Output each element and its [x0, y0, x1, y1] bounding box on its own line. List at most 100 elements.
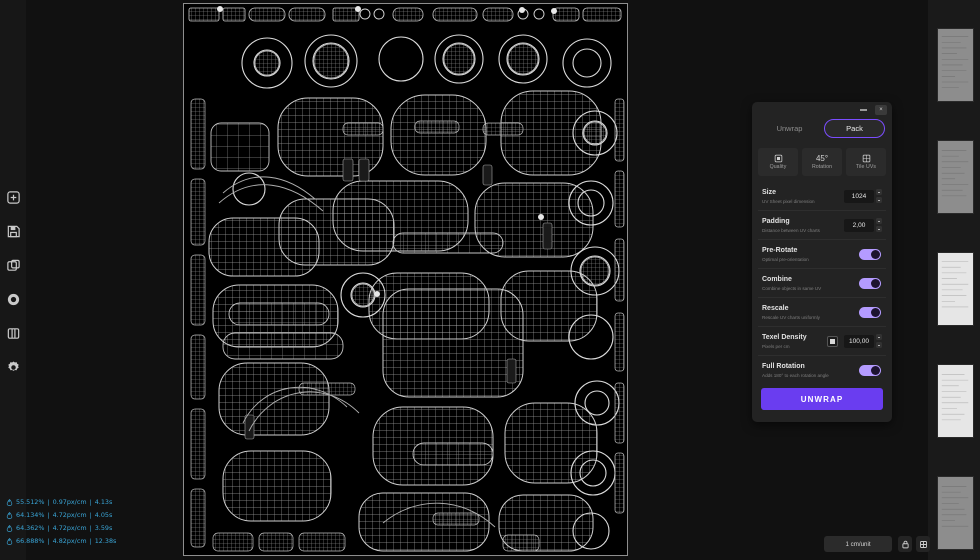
pre-rotate-label: Pre-Rotate	[762, 247, 798, 254]
size-sublabel: UV Sheet pixel dimension	[762, 199, 815, 204]
stat-time: 3.59s	[94, 524, 113, 532]
stat-separator: |	[89, 498, 92, 506]
panel-tabs: Unwrap Pack	[759, 119, 885, 138]
thumbnail-item[interactable]	[937, 364, 974, 438]
save-icon[interactable]	[4, 222, 22, 240]
tile-uvs-icon	[862, 154, 871, 163]
tile-uvs-icon-button[interactable]: Tile UVs	[846, 148, 886, 176]
pack-settings-panel: × Unwrap Pack Quality 45° Rotation Tile …	[752, 102, 892, 422]
circle-icon[interactable]	[4, 290, 22, 308]
uv-handle[interactable]	[551, 8, 557, 14]
texel-density-checkbox[interactable]	[827, 336, 838, 347]
rotation-label: Rotation	[811, 164, 833, 170]
full-rotation-toggle[interactable]	[859, 365, 881, 376]
setting-row-full-rotation: Full Rotation Adds 180° to each rotation…	[758, 355, 886, 384]
quality-icon-button[interactable]: Quality	[758, 148, 798, 176]
texel-density-label: Texel Density	[762, 334, 807, 341]
setting-row-padding: Padding Distance between UV charts 2,00	[758, 210, 886, 239]
uv-handle[interactable]	[355, 6, 361, 12]
viewport-backdrop-left	[26, 0, 183, 560]
stat-density: 4.72px/cm	[52, 524, 87, 532]
flame-icon	[6, 525, 13, 532]
setting-row-rescale: Rescale Rescale UV charts uniformly	[758, 297, 886, 326]
padding-sublabel: Distance between UV charts	[762, 228, 820, 233]
quality-label: Quality	[769, 164, 787, 170]
rescale-sublabel: Rescale UV charts uniformly	[762, 315, 820, 320]
stat-separator: |	[47, 511, 50, 519]
uv-unwrap-map[interactable]	[183, 3, 628, 556]
stat-coverage: 66.888%	[16, 537, 45, 545]
stat-line: 64.134% | 4.72px/cm | 4.05s	[6, 509, 116, 522]
rotation-icon: 45°	[815, 154, 829, 163]
size-input[interactable]: 1024	[844, 190, 874, 203]
combine-toggle[interactable]	[859, 278, 881, 289]
flame-icon	[6, 538, 13, 545]
stat-line: 64.362% | 4.72px/cm | 3.59s	[6, 522, 116, 535]
uv-handle[interactable]	[374, 291, 380, 297]
size-label: Size	[762, 189, 777, 196]
thumbnail-item[interactable]	[937, 252, 974, 326]
grid-panel-icon[interactable]	[4, 324, 22, 342]
stat-density: 4.82px/cm	[52, 537, 87, 545]
stat-coverage: 64.362%	[16, 524, 45, 532]
texel-density-sublabel: Pixels per cm	[762, 344, 790, 349]
stat-density: 0.97px/cm	[52, 498, 87, 506]
unit-scale-field[interactable]: 1 cm/unit	[824, 536, 892, 552]
stat-separator: |	[89, 537, 92, 545]
stat-time: 12.38s	[94, 537, 117, 545]
setting-row-combine: Combine Combine objects in same UV	[758, 268, 886, 297]
add-square-icon[interactable]	[4, 188, 22, 206]
rescale-toggle[interactable]	[859, 307, 881, 318]
gear-icon[interactable]	[4, 358, 22, 376]
full-rotation-sublabel: Adds 180° to each rotation angle	[762, 373, 829, 378]
uv-handle[interactable]	[217, 6, 223, 12]
stat-coverage: 55.512%	[16, 498, 45, 506]
grid-icon[interactable]	[916, 536, 930, 552]
rotation-icon-button[interactable]: 45° Rotation	[802, 148, 842, 176]
quality-icon	[774, 154, 783, 163]
panel-icon-buttons: Quality 45° Rotation Tile UVs	[758, 148, 886, 176]
flame-icon	[6, 499, 13, 506]
thumbnail-rail[interactable]	[928, 0, 980, 560]
flame-icon	[6, 512, 13, 519]
full-rotation-label: Full Rotation	[762, 363, 805, 370]
setting-row-texel-density: Texel Density Pixels per cm 100,00	[758, 326, 886, 355]
stat-line: 55.512% | 0.97px/cm | 4.13s	[6, 496, 116, 509]
tab-pack[interactable]: Pack	[824, 119, 885, 138]
combine-sublabel: Combine objects in same UV	[762, 286, 822, 291]
texel-density-input[interactable]: 100,00	[844, 335, 874, 348]
setting-row-size: Size UV Sheet pixel dimension 1024	[758, 182, 886, 210]
uv-handle[interactable]	[519, 7, 525, 13]
setting-row-pre-rotate: Pre-Rotate Optimal pre-orientation	[758, 239, 886, 268]
stat-coverage: 64.134%	[16, 511, 45, 519]
stat-line: 66.888% | 4.82px/cm | 12.38s	[6, 535, 116, 548]
stats-readout: 55.512% | 0.97px/cm | 4.13s 64.134% | 4.…	[6, 496, 116, 548]
stat-time: 4.13s	[94, 498, 113, 506]
stat-separator: |	[47, 537, 50, 545]
uv-editor-viewport[interactable]	[183, 3, 628, 556]
tab-unwrap[interactable]: Unwrap	[776, 124, 803, 133]
unwrap-button[interactable]: UNWRAP	[761, 388, 883, 410]
lock-icon[interactable]	[898, 536, 912, 552]
left-toolbar	[0, 0, 26, 560]
size-stepper[interactable]	[876, 189, 882, 204]
padding-input[interactable]: 2,00	[844, 219, 874, 232]
thumbnail-item[interactable]	[937, 476, 974, 550]
stat-separator: |	[89, 524, 92, 532]
uv-handle[interactable]	[538, 214, 544, 220]
panel-titlebar: ×	[752, 102, 892, 118]
thumbnail-item[interactable]	[937, 28, 974, 102]
close-icon[interactable]: ×	[875, 105, 887, 115]
stat-density: 4.72px/cm	[52, 511, 87, 519]
texel-density-stepper[interactable]	[876, 334, 882, 349]
copy-icon[interactable]	[4, 256, 22, 274]
stat-separator: |	[89, 511, 92, 519]
minimize-icon[interactable]	[860, 109, 867, 111]
padding-stepper[interactable]	[876, 218, 882, 233]
rescale-label: Rescale	[762, 305, 789, 312]
pre-rotate-sublabel: Optimal pre-orientation	[762, 257, 809, 262]
pre-rotate-toggle[interactable]	[859, 249, 881, 260]
combine-label: Combine	[762, 276, 792, 283]
thumbnail-item[interactable]	[937, 140, 974, 214]
